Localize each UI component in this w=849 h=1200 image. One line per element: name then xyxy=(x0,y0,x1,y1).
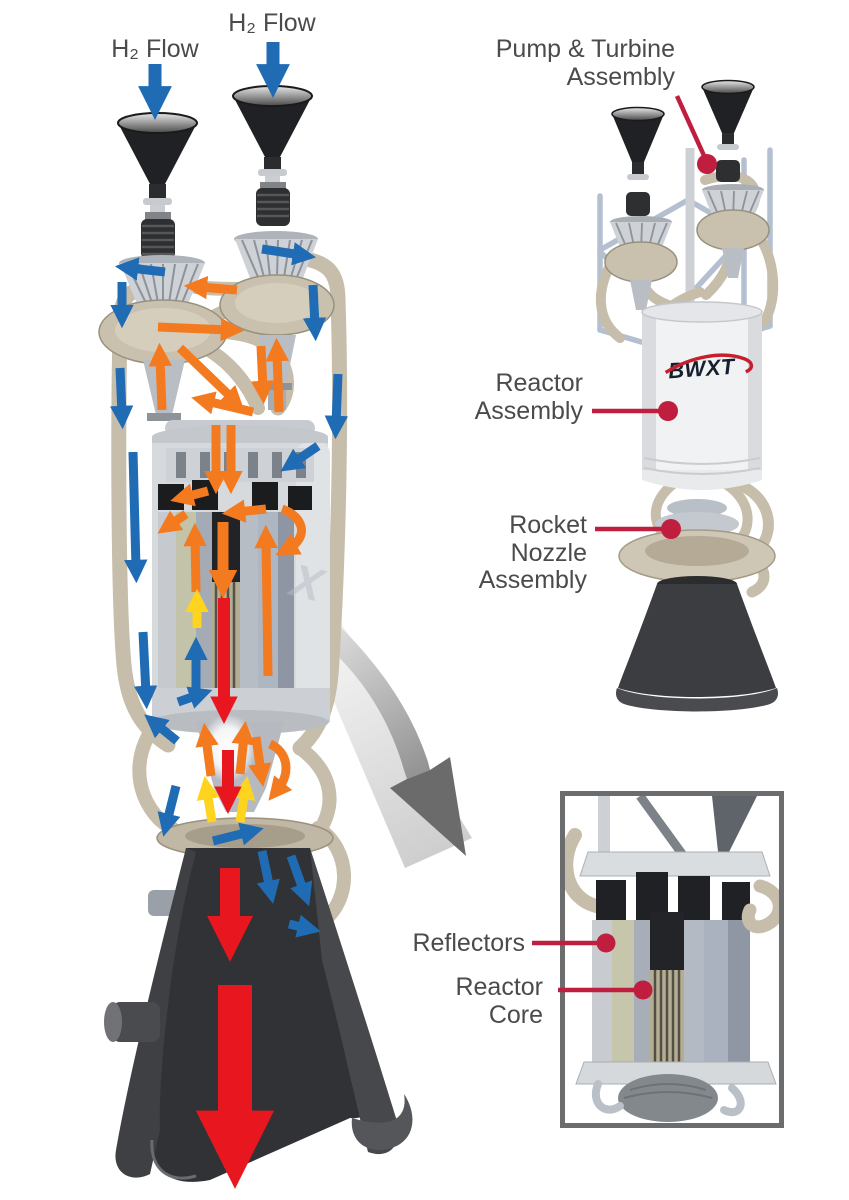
reactor-core-label: Reactor Core xyxy=(455,973,543,1029)
reflectors-label: Reflectors xyxy=(412,929,525,957)
zoom-arrow-head xyxy=(390,757,466,856)
label-leaders xyxy=(532,95,717,1000)
overview-turbopump-left xyxy=(604,216,678,310)
main-engine-cutaway: X xyxy=(98,42,413,1189)
nozzle-cutaway xyxy=(104,714,413,1182)
flow-arrows-cold xyxy=(109,42,349,938)
detail-core-cutaway xyxy=(565,796,779,1122)
overview-funnel-right xyxy=(701,79,755,182)
bwxt-logo: BWXT xyxy=(664,353,754,383)
inlet-funnel-left xyxy=(117,112,198,219)
inlet-funnel-right xyxy=(232,85,313,188)
leader-rocket-nozzle xyxy=(595,519,681,539)
overview-turbopump-right xyxy=(696,184,770,278)
detail-inset-box xyxy=(560,791,784,1128)
bellows-right xyxy=(256,182,290,226)
leader-reflectors xyxy=(532,933,616,953)
overview-nozzle-assembly xyxy=(615,499,779,712)
h2-flow-label-left: H₂ Flow xyxy=(111,35,199,63)
leader-pump-turbine xyxy=(674,95,717,174)
overview-reactor-vessel: BWXT xyxy=(641,301,763,490)
pump-turbine-assembly-label: Pump & Turbine Assembly xyxy=(495,35,675,91)
reactor-assembly-label: Reactor Assembly xyxy=(474,369,583,425)
leader-reactor-assembly xyxy=(592,401,678,421)
h2-flow-label-right: H₂ Flow xyxy=(228,9,316,37)
engine-overview: BWXT xyxy=(595,79,779,712)
flow-arrows-hot xyxy=(148,275,306,801)
rocket-nozzle-assembly-label: Rocket Nozzle Assembly xyxy=(478,511,587,594)
flow-arrows-exhaust xyxy=(195,598,275,1189)
flow-arrows-mixed xyxy=(185,588,256,823)
bellows-left xyxy=(141,212,175,259)
overview-funnel-left xyxy=(611,106,665,216)
leader-reactor-core xyxy=(558,980,653,1000)
reactor-vessel-cutaway: X xyxy=(151,425,330,734)
